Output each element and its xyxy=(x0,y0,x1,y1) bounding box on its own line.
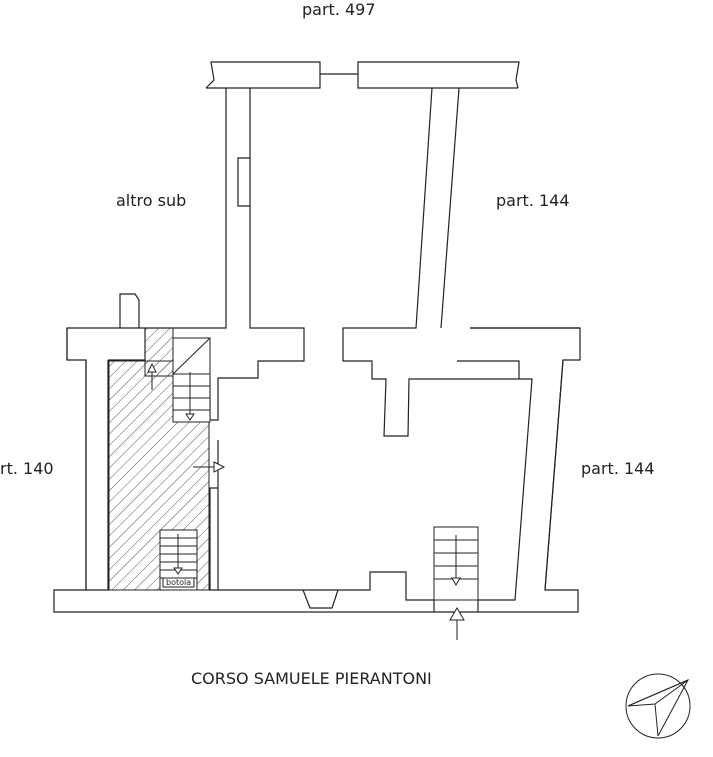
upper-left-room-wall xyxy=(209,88,305,421)
door-sill xyxy=(302,589,339,609)
upper-top-wall xyxy=(205,61,520,89)
north-arrow-icon xyxy=(625,673,691,739)
left-wall-gap xyxy=(66,328,87,590)
street-label: CORSO SAMUELE PIERANTONI xyxy=(191,669,432,688)
lower-right-stair xyxy=(433,526,479,601)
upper-left-niche xyxy=(237,157,250,207)
upper-right-partition xyxy=(440,87,460,329)
botola-stair xyxy=(159,529,198,591)
right-inner-wall xyxy=(477,378,533,612)
label-north: part. 497 xyxy=(302,0,376,19)
label-west-upper: altro sub xyxy=(116,191,187,210)
label-east-lower: part. 144 xyxy=(581,459,655,478)
botola-label: botola xyxy=(166,578,191,587)
label-east-upper: part. 144 xyxy=(496,191,570,210)
label-west-lower: rt. 140 xyxy=(0,459,54,478)
upper-top-inner-wall xyxy=(206,74,518,89)
chimney-wall xyxy=(119,293,140,328)
entrance-arrow-icon xyxy=(449,607,465,640)
side-arrow-icon xyxy=(193,461,226,473)
upper-middle-wall xyxy=(342,87,520,437)
up-arrow-icon xyxy=(147,362,157,390)
upper-stair xyxy=(172,337,211,423)
lower-room-wall xyxy=(209,440,435,612)
right-outer-wall xyxy=(470,327,580,591)
